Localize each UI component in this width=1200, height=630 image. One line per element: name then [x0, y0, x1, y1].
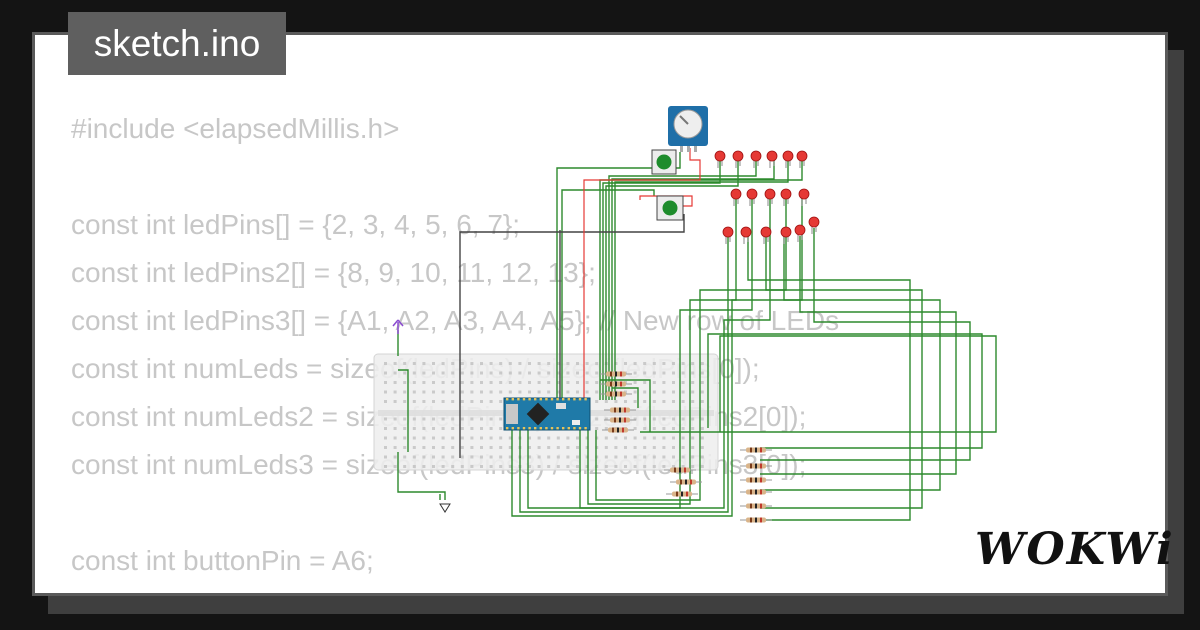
resistor-icon — [600, 381, 632, 387]
resistor-icon — [600, 371, 632, 377]
push-button-icon[interactable] — [656, 195, 684, 221]
wire-set — [397, 152, 997, 521]
resistor-icon — [740, 503, 772, 509]
led-icon — [794, 224, 806, 242]
ground-icon — [439, 503, 451, 513]
resistor-icon — [740, 517, 772, 523]
led-icon — [760, 226, 772, 244]
resistor-icon — [740, 463, 772, 469]
resistor-icon — [604, 407, 636, 413]
led-icon — [780, 226, 792, 244]
code-preview: #include <elapsedMillis.h> const int led… — [71, 105, 840, 593]
resistor-icon — [664, 467, 696, 473]
led-icon — [730, 188, 742, 206]
resistor-group — [600, 371, 772, 523]
led-icon — [782, 150, 794, 168]
code-line: const int buttonPin = A6; — [71, 545, 374, 576]
led-icon — [798, 188, 810, 206]
arduino-nano-icon — [503, 397, 591, 431]
code-line: #include <elapsedMillis.h> — [71, 113, 400, 144]
wokwi-logo: WOKWi — [975, 524, 1175, 575]
resistor-icon — [740, 477, 772, 483]
code-line: const int ledPins2[] = {8, 9, 10, 11, 12… — [71, 257, 596, 288]
resistor-icon — [666, 491, 698, 497]
resistor-icon — [740, 489, 772, 495]
led-icon — [750, 150, 762, 168]
led-icon — [722, 226, 734, 244]
push-button-icon[interactable] — [651, 149, 677, 175]
led-icon — [764, 188, 776, 206]
led-icon — [780, 188, 792, 206]
resistor-icon — [670, 479, 702, 485]
dark-wires — [459, 214, 685, 458]
potentiometer-icon — [668, 106, 708, 152]
resistor-icon — [604, 417, 636, 423]
code-line: const int ledPins[] = {2, 3, 4, 5, 6, 7}… — [71, 209, 521, 240]
led-icon — [746, 188, 758, 206]
led-icon — [808, 216, 820, 234]
led-icon — [732, 150, 744, 168]
vcc-icon — [392, 319, 404, 334]
resistor-icon — [740, 447, 772, 453]
led-icon — [766, 150, 778, 168]
resistor-icon — [600, 391, 632, 397]
led-icon — [714, 150, 726, 168]
file-title-badge: sketch.ino — [68, 12, 286, 75]
led-icon — [740, 226, 752, 244]
code-line: const int ledPins3[] = {A1, A2, A3, A4, … — [71, 305, 840, 336]
power-wires — [583, 148, 701, 400]
led-icon — [796, 150, 808, 168]
resistor-icon — [602, 427, 634, 433]
led-group — [714, 150, 820, 244]
